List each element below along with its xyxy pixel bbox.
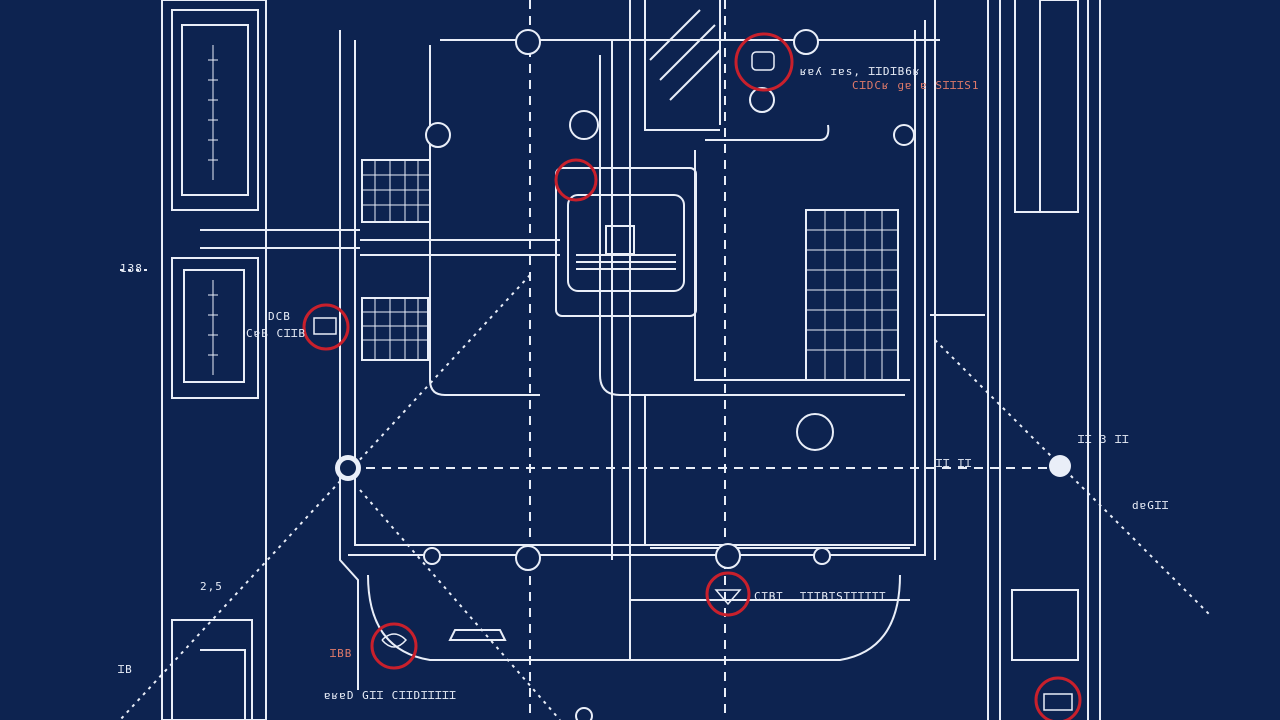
annotation-left-bottom: ꞮB	[118, 663, 133, 676]
node-fixture	[569, 110, 599, 140]
filled-nodes	[335, 455, 1071, 481]
plan-outlines	[161, 0, 1101, 720]
lower-fixture	[448, 629, 507, 641]
red-marker-top	[734, 32, 794, 92]
left-panel-mid	[171, 257, 259, 399]
top-room-wall	[644, 0, 720, 131]
right-panel-top	[1039, 0, 1079, 213]
node-bottom-left	[423, 547, 441, 565]
node-top-left	[515, 29, 541, 55]
node-top-right	[793, 29, 819, 55]
dotted-diagonals	[119, 269, 1211, 720]
node-room-fixture	[796, 413, 834, 451]
grid-block-2	[361, 297, 429, 361]
node-upper-right	[893, 124, 915, 146]
red-marker-left	[302, 303, 350, 351]
annotation-right-mid-3: dɐGꞮꞮ	[1132, 499, 1170, 512]
left-panel-bottom	[171, 619, 253, 720]
node-bottom-right	[715, 543, 741, 569]
grid-block-3	[805, 209, 899, 381]
annotation-left-low: 2,5	[200, 580, 223, 593]
left-panel-mid-inner	[183, 269, 245, 383]
central-wall-inner	[354, 30, 916, 546]
node-stair	[749, 87, 775, 113]
red-marker-bottom-right	[1034, 676, 1082, 720]
annotation-right-mid-1: ꞮꞮ ꞮꞮ	[936, 457, 973, 470]
diagonal-left	[119, 274, 531, 720]
annotation-bottom-center-1: CꞮBꞮ	[754, 590, 784, 603]
right-panel-frame	[1014, 0, 1078, 213]
right-room-wall	[694, 150, 910, 381]
central-wall-left	[339, 30, 359, 690]
stair-diagonals	[649, 9, 721, 101]
equipment-block-inner	[567, 194, 685, 292]
annotation-top-right-2: CꞮDCʁ ɡɐ ɐ SꞮꞮꞮS1	[852, 79, 980, 92]
equipment-lines	[576, 254, 676, 270]
annotation-left-upper-2: CɐB CꞮꞮB	[246, 327, 306, 340]
left-room-wall	[429, 45, 540, 396]
grid-block-1	[361, 159, 431, 223]
red-marker-equipment	[554, 158, 598, 202]
node-circles	[423, 29, 915, 720]
right-panel-bottom	[1011, 589, 1079, 661]
node-bottom-far	[813, 547, 831, 565]
right-room-top	[705, 124, 830, 141]
annotation-bottom-left-2: ɐʁɐD GꞮꞮ CꞮꞮDꞮꞮꞮꞮꞮ	[324, 689, 457, 702]
axis-node-right	[1049, 455, 1071, 477]
red-marker-bottom	[705, 571, 751, 617]
annotation-right-mid-2: ꞮꞮ 3 ꞮꞮ	[1078, 433, 1130, 446]
left-column-outline	[161, 0, 267, 720]
equipment-block	[555, 167, 697, 317]
annotation-left-mid: 138	[120, 262, 143, 275]
dashed-axes	[350, 0, 1060, 720]
node-bottom-mid	[515, 545, 541, 571]
central-wall-outer	[348, 20, 926, 556]
annotation-bottom-left-1: ꞮBB	[330, 647, 353, 660]
red-markers	[302, 32, 1082, 720]
node-bottom-edge	[575, 707, 593, 720]
left-bottom-fixture	[200, 649, 246, 720]
marker-glyphs	[313, 51, 1073, 711]
diagonal-center	[359, 489, 561, 720]
diagonal-right	[934, 339, 1211, 616]
node-upper-left	[425, 122, 451, 148]
grid-hatching	[208, 45, 898, 380]
left-panel-top	[171, 9, 259, 211]
annotation-left-upper-1: DCB	[268, 310, 291, 323]
red-marker-bottom-left	[370, 622, 418, 670]
annotation-bottom-center-2: ꞮꞮꞮBꞮSꞮꞮꞮꞮꞮꞮ	[800, 590, 887, 603]
lower-room-curve	[367, 574, 901, 661]
mid-room-wall	[599, 55, 905, 396]
annotation-top-right-1: ʁɐʎ ɪɐs, ꞮꞮDꞮB6ʁ	[800, 65, 921, 78]
left-panel-top-inner	[181, 24, 249, 196]
